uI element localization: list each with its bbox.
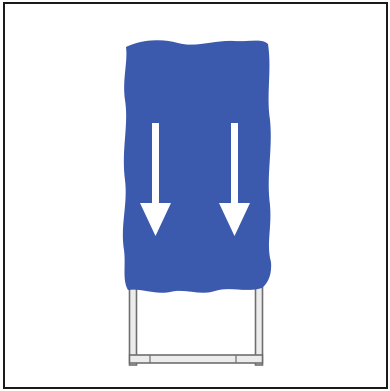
frame-bottom-bar [128, 354, 264, 364]
arrow-down-icon [140, 123, 171, 236]
stand-frame [128, 282, 264, 366]
arrow-down-icon [219, 123, 250, 236]
frame-left-leg [128, 282, 138, 366]
image-border [3, 2, 388, 389]
frame-right-leg [254, 282, 264, 366]
fabric-cover [122, 40, 272, 293]
